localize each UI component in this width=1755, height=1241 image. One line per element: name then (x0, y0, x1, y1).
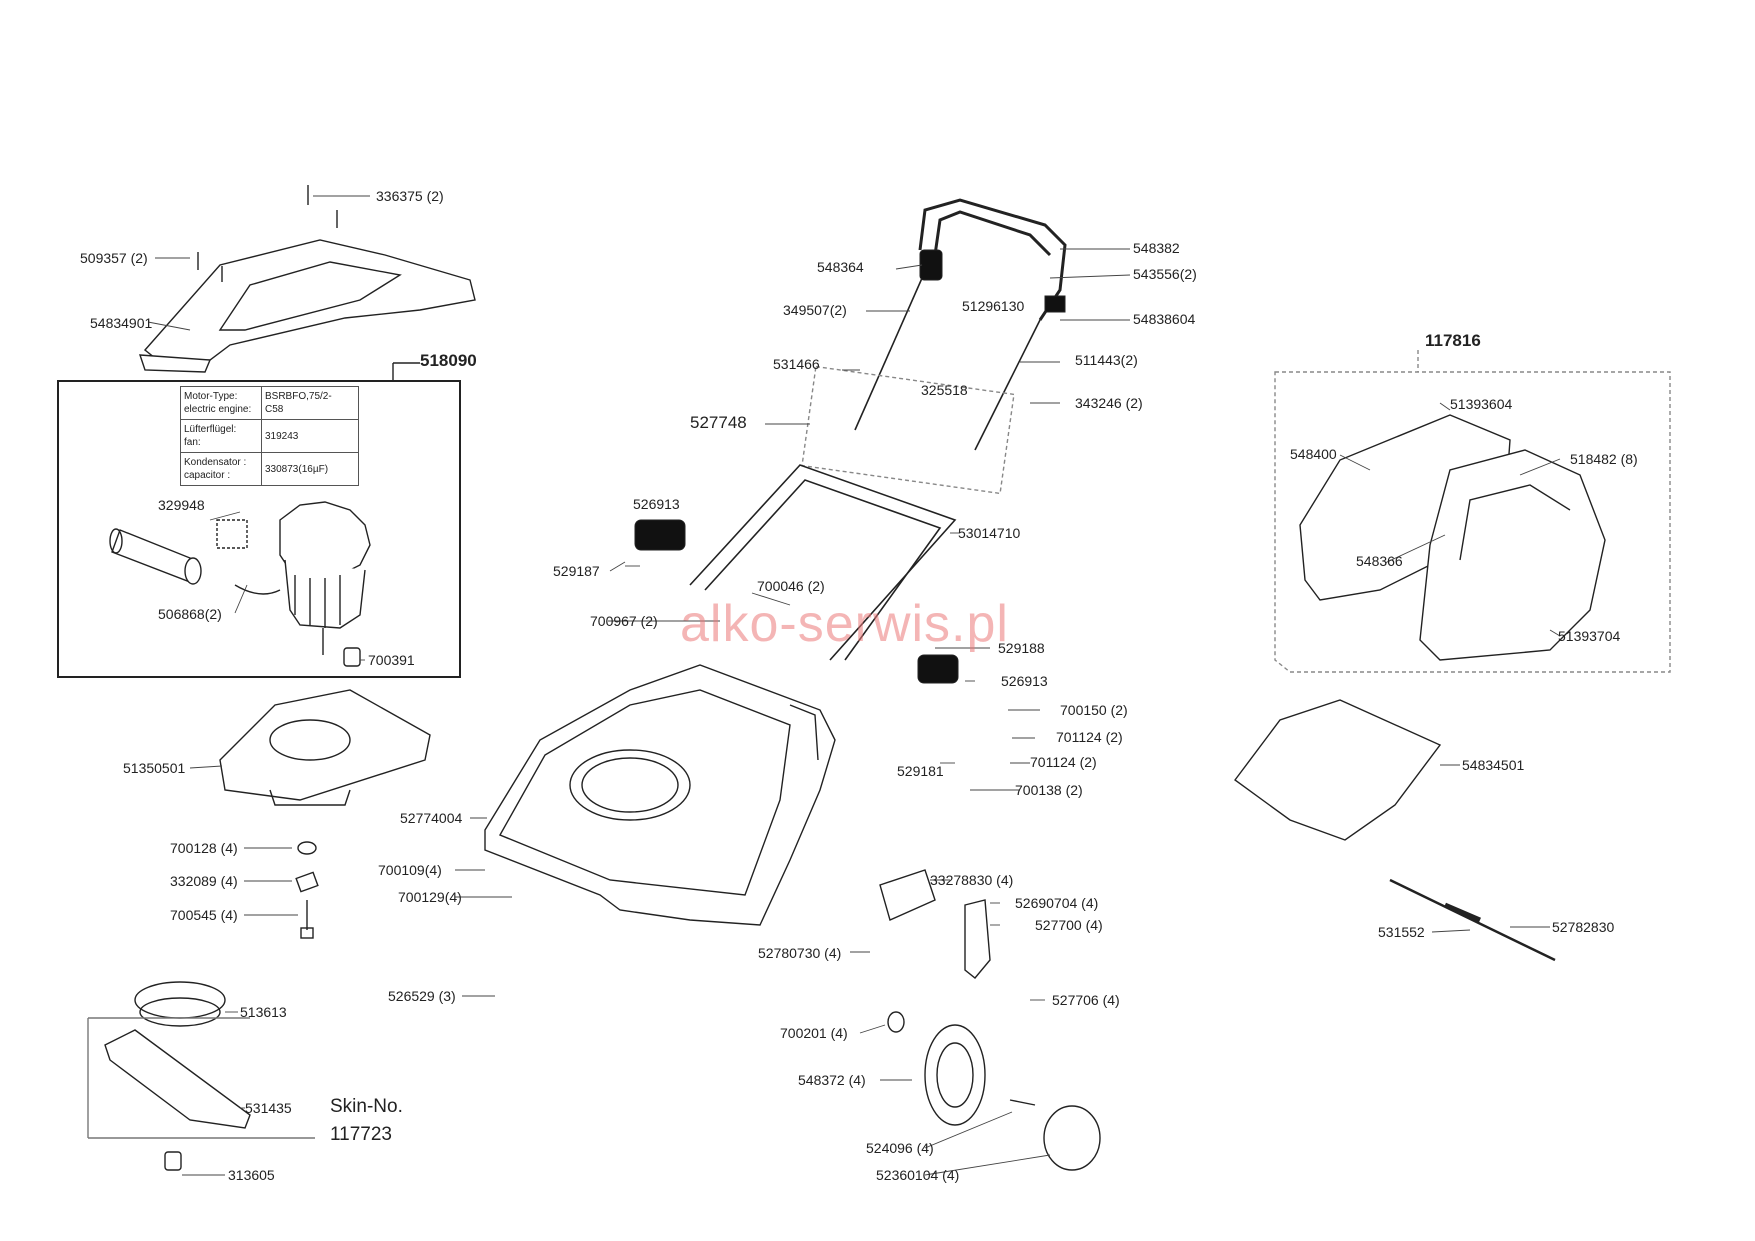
part-label: 51296130 (962, 298, 1025, 314)
part-label: 349507(2) (783, 302, 847, 318)
part-label: 332089 (4) (170, 873, 238, 889)
part-label: 329948 (158, 497, 205, 513)
group-label-grass-box: 117816 (1425, 331, 1481, 350)
part-label: 527700 (4) (1035, 917, 1103, 933)
part-label: 700129(4) (398, 889, 462, 905)
part-label: 700545 (4) (170, 907, 238, 923)
table-row: Kondensator : capacitor : 330873(16µF) (180, 452, 359, 486)
part-label: 529188 (998, 640, 1045, 656)
skin-title: Skin-No. (330, 1096, 403, 1117)
grass-box-frame (1274, 371, 1671, 673)
part-label: 526913 (633, 496, 680, 512)
part-label: 54838604 (1133, 311, 1196, 327)
group-label-motor-kit: 518090 (420, 351, 477, 370)
part-label: 52780730 (4) (758, 945, 842, 961)
part-label: 700967 (2) (590, 613, 658, 629)
motor-housing-drawing (219, 689, 431, 806)
part-label: 53014710 (958, 525, 1021, 541)
part-label: 700150 (2) (1060, 702, 1128, 718)
part-label: 701124 (2) (1056, 729, 1123, 745)
motor-kit-frame (57, 380, 461, 678)
fastener-stack-drawing (295, 841, 319, 939)
grass-box-drawing (1299, 414, 1606, 661)
part-label: 527748 (690, 413, 747, 432)
part-label: 524096 (4) (866, 1140, 934, 1156)
spec-value: 319243 (261, 419, 359, 453)
part-label: 548366 (1356, 553, 1403, 569)
part-label: 548382 (1133, 240, 1180, 256)
blade-drawing (87, 981, 315, 1171)
part-label: 336375 (2) (376, 188, 444, 204)
part-label: 52690704 (4) (1015, 895, 1099, 911)
part-label: 509357 (2) (80, 250, 148, 266)
part-label: 527706 (4) (1052, 992, 1120, 1008)
leader-lines (147, 195, 1561, 1176)
spec-value: BSRBFO,75/2- C58 (261, 386, 359, 420)
part-label: 531466 (773, 356, 820, 372)
part-label: 506868(2) (158, 606, 222, 622)
part-label: 51393704 (1558, 628, 1621, 644)
spec-key: Kondensator : capacitor : (180, 452, 262, 486)
part-label: 531552 (1378, 924, 1425, 940)
motor-drawing (109, 501, 371, 667)
part-label: 526529 (3) (388, 988, 456, 1004)
part-label: 51350501 (123, 760, 186, 776)
part-label: 543556(2) (1133, 266, 1197, 282)
part-label: 343246 (2) (1075, 395, 1143, 411)
part-label: 325518 (921, 382, 968, 398)
part-label: 511443(2) (1075, 352, 1138, 368)
part-label: 529187 (553, 563, 600, 579)
table-row: Motor-Type: electric engine: BSRBFO,75/2… (180, 386, 359, 420)
part-label: 700391 (368, 652, 415, 668)
part-label: 51393604 (1450, 396, 1513, 412)
part-label: 52782830 (1552, 919, 1615, 935)
handle-hardware-frame (801, 365, 1015, 495)
skin-number: 117723 (330, 1124, 392, 1145)
part-label: 33278830 (4) (930, 872, 1014, 888)
rear-axle-drawing (1389, 878, 1556, 962)
part-label: 513613 (240, 1004, 287, 1020)
part-label: 700109(4) (378, 862, 442, 878)
part-label: 700138 (2) (1015, 782, 1083, 798)
top-cover-drawing (139, 185, 476, 373)
watermark: alko-serwis.pl (680, 595, 1009, 653)
lower-handle-drawing (634, 464, 959, 684)
skin-label: Skin-No. 117723 (330, 1093, 403, 1149)
part-label: 52360104 (4) (876, 1167, 960, 1183)
part-label: 313605 (228, 1167, 275, 1183)
part-label: 701124 (2) (1030, 754, 1097, 770)
part-label: 54834501 (1462, 757, 1525, 773)
part-label: 529181 (897, 763, 944, 779)
part-label: 548364 (817, 259, 864, 275)
part-label: 700128 (4) (170, 840, 238, 856)
part-label: 54834901 (90, 315, 153, 331)
deck-drawing (484, 664, 836, 926)
spec-key: Motor-Type: electric engine: (180, 386, 262, 420)
part-label: 700046 (2) (757, 578, 825, 594)
table-row: Lüfterflügel: fan: 319243 (180, 419, 359, 453)
part-label: 526913 (1001, 673, 1048, 689)
part-label: 518482 (8) (1570, 451, 1638, 467)
part-label: 531435 (245, 1100, 292, 1116)
handle-drawing (854, 198, 1067, 451)
spec-key: Lüfterflügel: fan: (180, 419, 262, 453)
part-label: 700201 (4) (780, 1025, 848, 1041)
spec-value: 330873(16µF) (261, 452, 359, 486)
wheel-drawing (879, 869, 1101, 1171)
part-label: 52774004 (400, 810, 463, 826)
part-label: 548372 (4) (798, 1072, 866, 1088)
part-label: 548400 (1290, 446, 1337, 462)
grass-flap-drawing (1234, 699, 1442, 841)
